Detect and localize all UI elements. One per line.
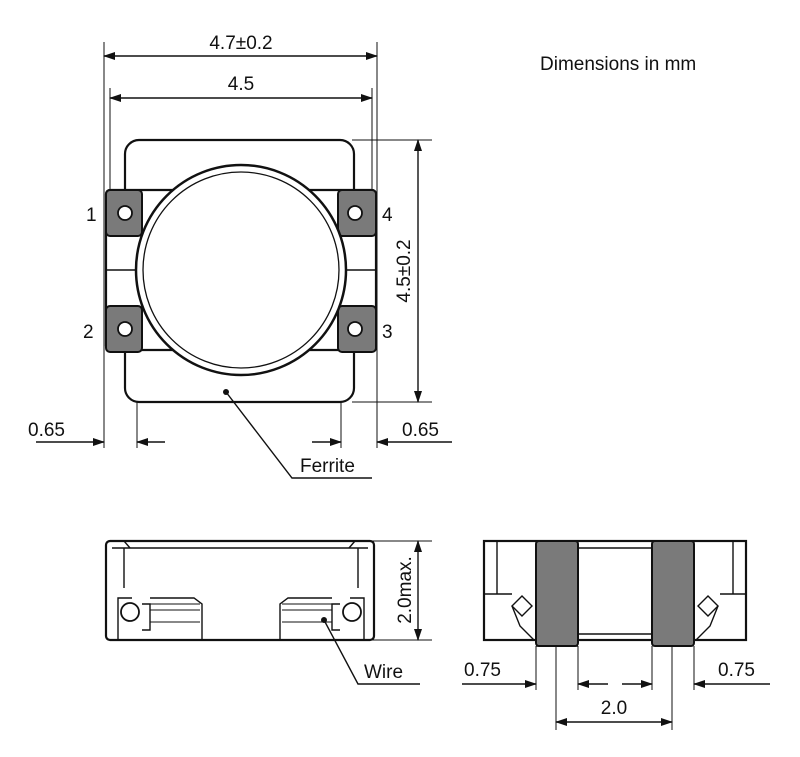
terminal-pad-4: [337, 189, 377, 237]
pin-label-4: 4: [382, 205, 393, 226]
dim-right-offset: 0.65: [402, 420, 439, 441]
dim-pad-spacing: 2.0: [601, 698, 627, 719]
terminal-pad-1: [105, 189, 143, 237]
top-view: 4.7±0.2 4.5 4.5±0.2 1 2 3 4 0.65 0.65 Fe…: [28, 33, 452, 479]
dim-left-offset: 0.65: [28, 420, 65, 441]
terminal-pad-2: [105, 305, 143, 353]
wire-callout: Wire: [364, 662, 403, 683]
dim-max-height: 2.0max.: [395, 556, 416, 624]
end-view: 0.75 0.75 2.0: [462, 539, 770, 730]
dim-right-pad: 0.75: [718, 660, 755, 681]
end-terminal-left: [535, 540, 579, 647]
side-view: 2.0max. Wire: [104, 539, 432, 685]
dim-overall-width: 4.7±0.2: [209, 33, 272, 54]
ferrite-core: [134, 163, 348, 377]
pin-label-1: 1: [86, 205, 97, 226]
pin-label-2: 2: [83, 322, 94, 343]
dim-left-pad: 0.75: [464, 660, 501, 681]
ferrite-callout: Ferrite: [300, 456, 355, 477]
dim-height: 4.5±0.2: [394, 239, 415, 302]
end-terminal-right: [651, 540, 695, 647]
dim-body-width: 4.5: [228, 74, 254, 95]
units-note: Dimensions in mm: [540, 54, 696, 75]
pin-label-3: 3: [382, 322, 393, 343]
terminal-pad-3: [337, 305, 377, 353]
